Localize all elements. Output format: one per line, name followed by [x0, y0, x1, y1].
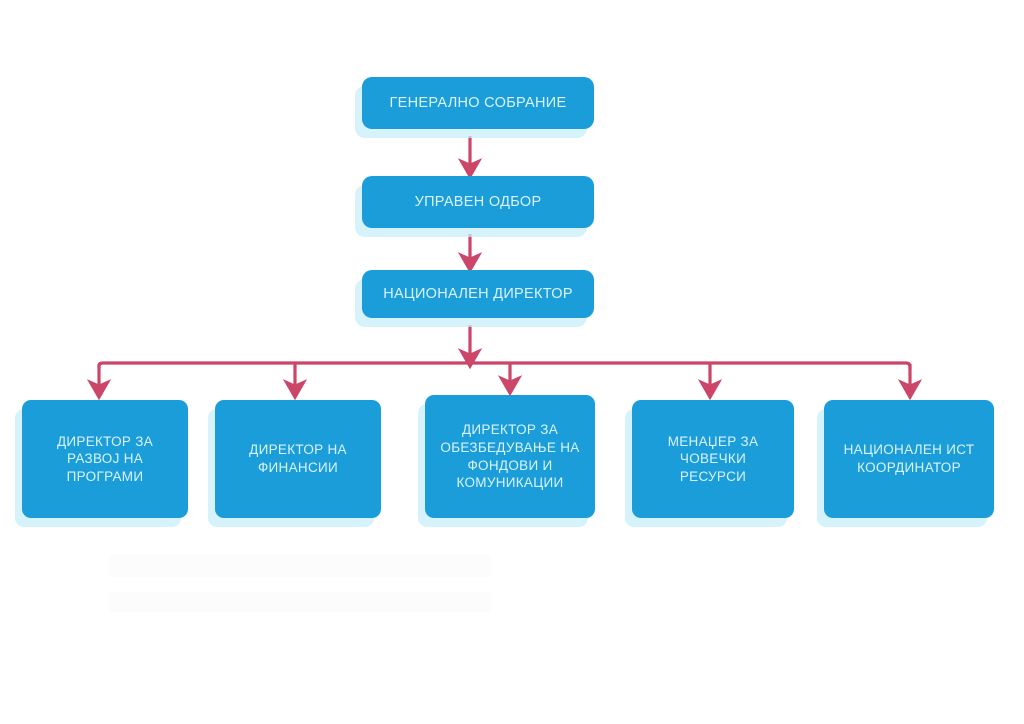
node-label: УПРАВЕН ОДБОР — [414, 193, 542, 210]
node-director-program-development[interactable]: ДИРЕКТОР ЗА РАЗВОЈ НА ПРОГРАМИ — [22, 400, 188, 518]
node-label: МЕНАЏЕР ЗА ЧОВЕЧКИ РЕСУРСИ — [667, 433, 759, 484]
node-director-fundraising-communications[interactable]: ДИРЕКТОР ЗА ОБЕЗБЕДУВАЊЕ НА ФОНДОВИ И КО… — [425, 395, 595, 518]
node-label: НАЦИОНАЛЕН ИСТ КООРДИНАТОР — [843, 442, 975, 475]
node-label: ДИРЕКТОР ЗА РАЗВОЈ НА ПРОГРАМИ — [56, 433, 154, 484]
distribution-bus — [97, 361, 912, 369]
node-general-assembly[interactable]: ГЕНЕРАЛНО СОБРАНИЕ — [362, 77, 594, 129]
background-artifact — [110, 592, 490, 612]
node-label: ДИРЕКТОР НА ФИНАНСИИ — [249, 442, 347, 475]
node-label: ДИРЕКТОР ЗА ОБЕЗБЕДУВАЊЕ НА ФОНДОВИ И КО… — [440, 422, 580, 491]
node-national-director[interactable]: НАЦИОНАЛЕН ДИРЕКТОР — [362, 270, 594, 318]
node-label: НАЦИОНАЛЕН ДИРЕКТОР — [383, 285, 573, 302]
node-hr-manager[interactable]: МЕНАЏЕР ЗА ЧОВЕЧКИ РЕСУРСИ — [632, 400, 794, 518]
node-national-ist-coordinator[interactable]: НАЦИОНАЛЕН ИСТ КООРДИНАТОР — [824, 400, 994, 518]
node-label: ГЕНЕРАЛНО СОБРАНИЕ — [389, 94, 567, 111]
node-director-finance[interactable]: ДИРЕКТОР НА ФИНАНСИИ — [215, 400, 381, 518]
background-artifact — [110, 555, 490, 577]
node-managing-board[interactable]: УПРАВЕН ОДБОР — [362, 176, 594, 228]
